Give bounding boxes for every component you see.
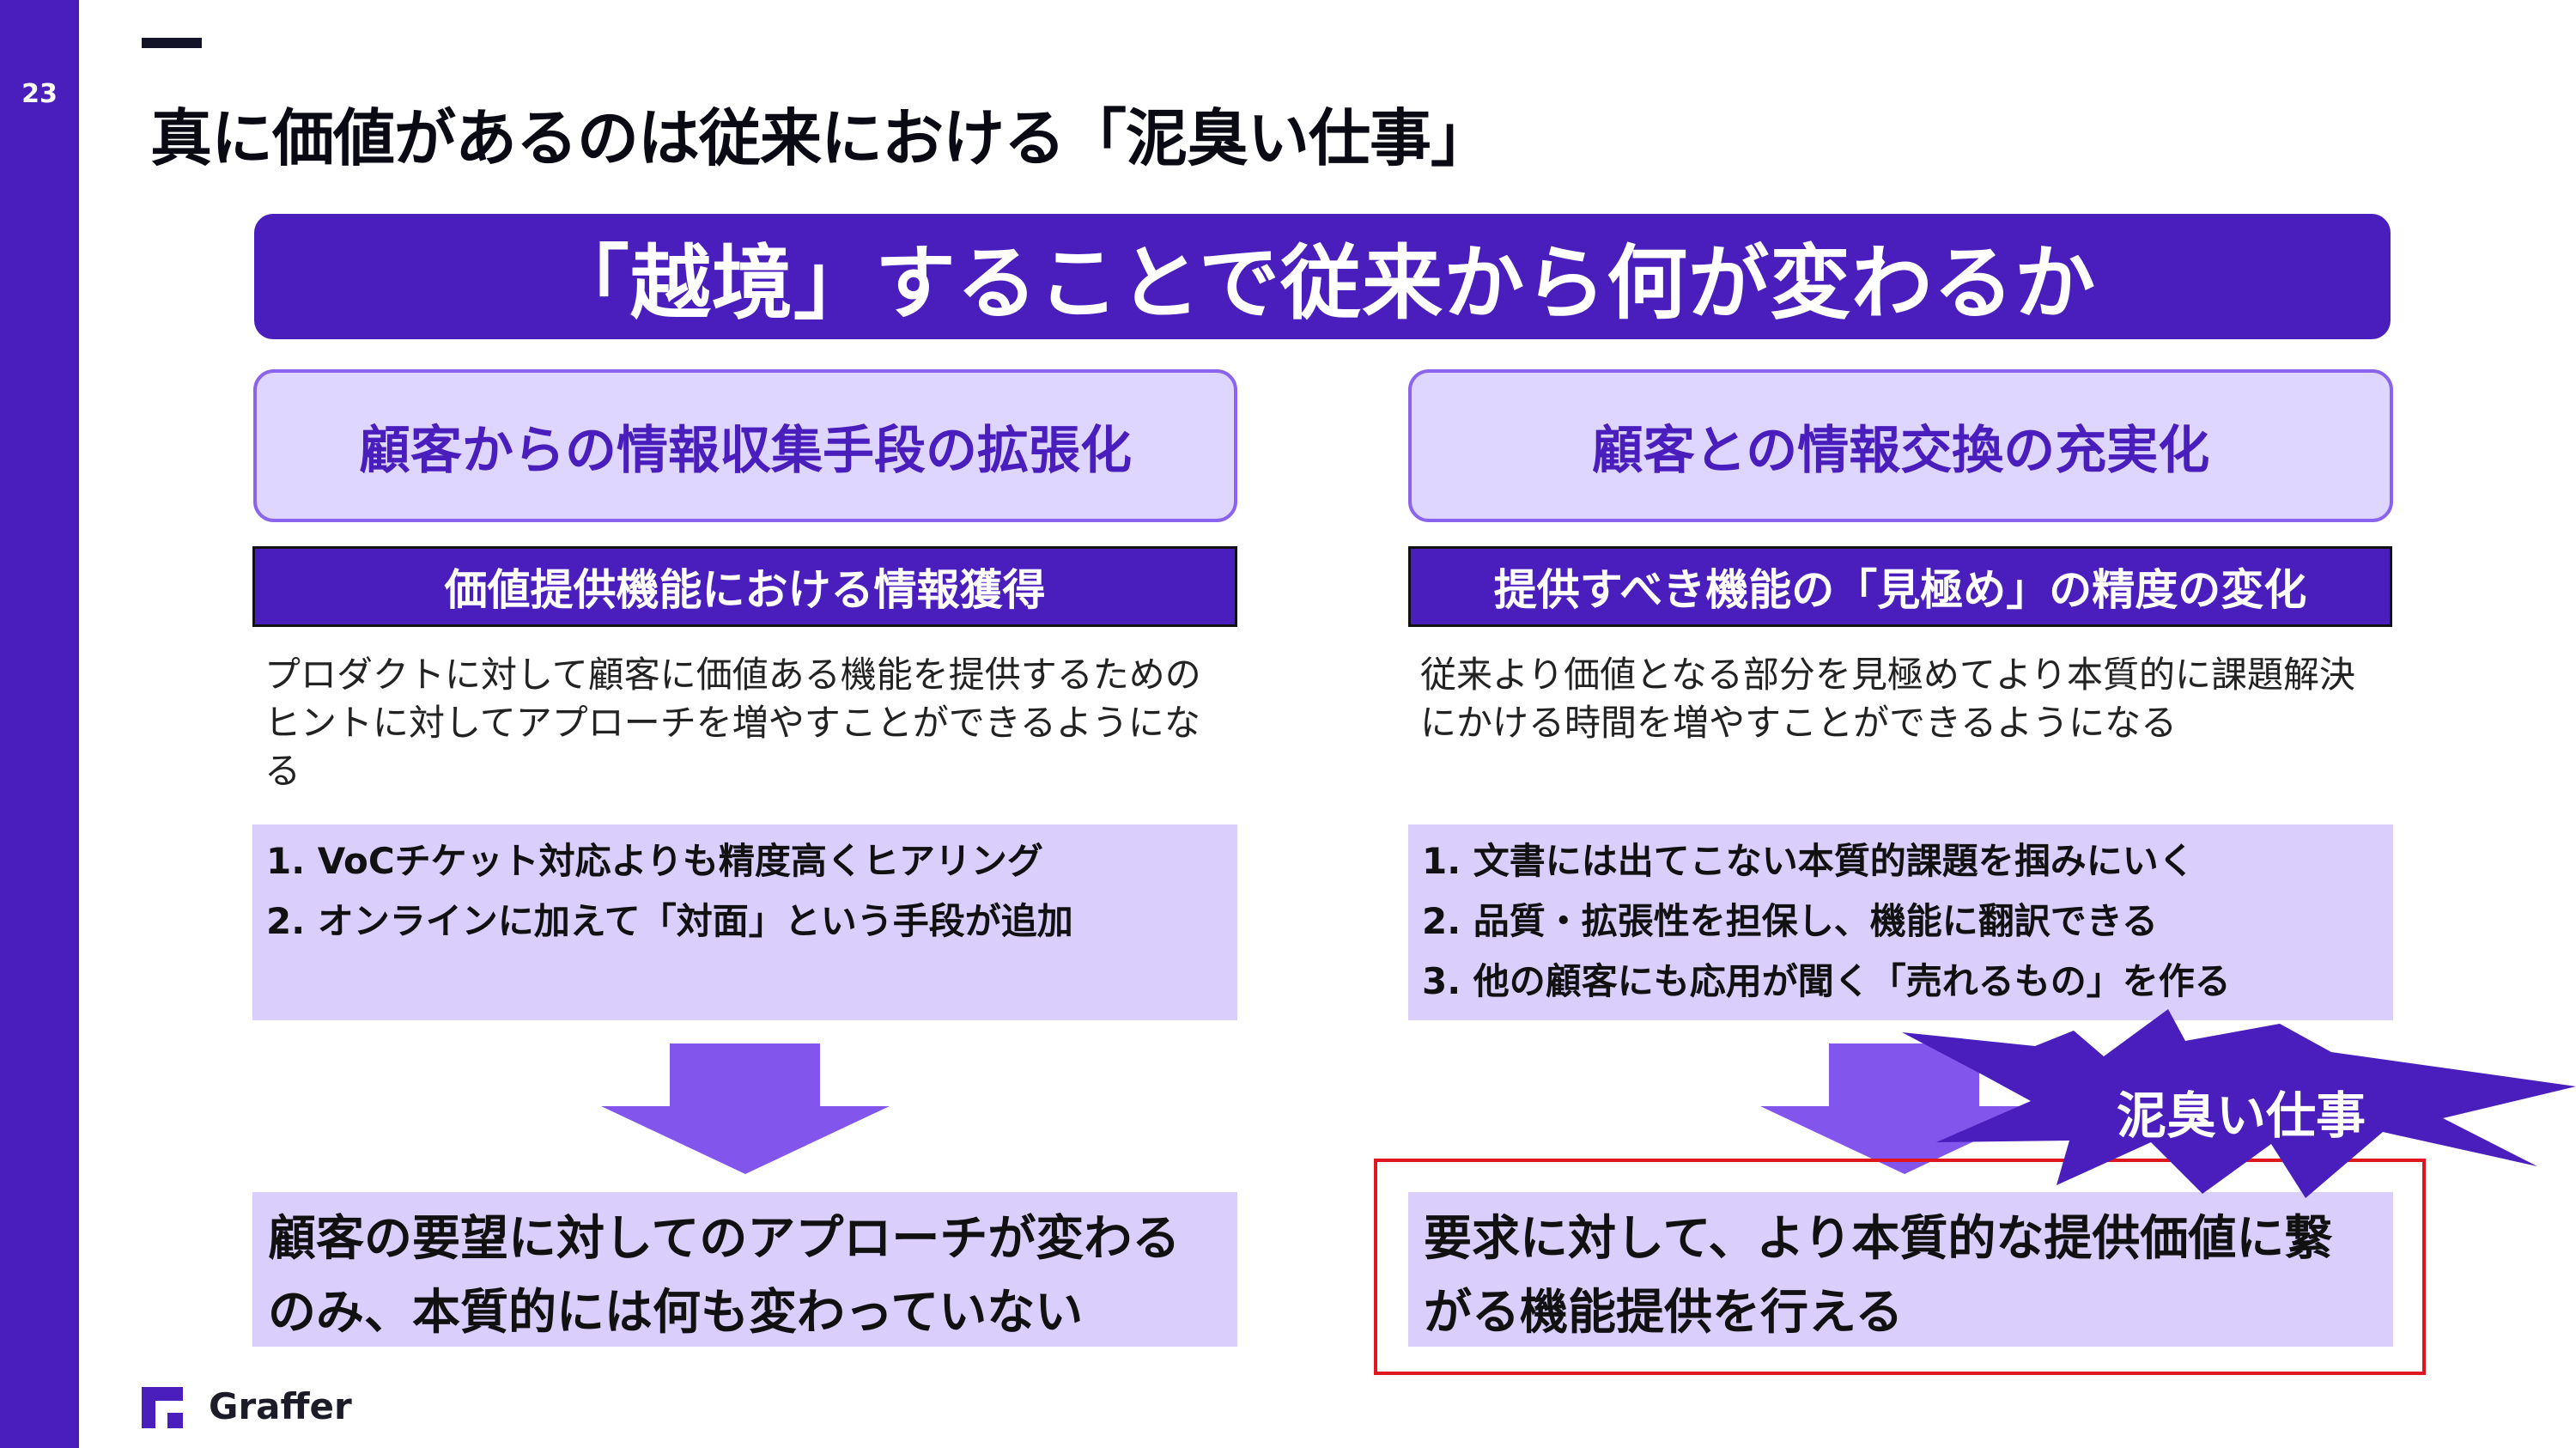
graffer-logo-icon (142, 1387, 183, 1428)
left-column-heading: 顧客からの情報収集手段の拡張化 (253, 369, 1237, 522)
title-dash (142, 38, 202, 48)
explosion-burst-icon (1902, 1009, 2576, 1198)
page-number: 23 (21, 79, 58, 109)
right-result: 要求に対して、より本質的な提供価値に繋がる機能提供を行える (1408, 1192, 2393, 1347)
burst-label: 泥臭い仕事 (2116, 1086, 2366, 1145)
list-item: 1. VoCチケット対応よりも精度高くヒアリング (266, 840, 1043, 882)
list-item: 1. 文書には出てこない本質的課題を掴みにいく (1422, 840, 2195, 882)
highlight-frame (1374, 1159, 2426, 1375)
right-description: 従来より価値となる部分を見極めてより本質的に課題解決にかける時間を増やすことがで… (1420, 654, 2356, 744)
left-accent-bar (0, 0, 79, 1448)
list-item: 3. 他の顧客にも応用が聞く「売れるもの」を作る (1422, 960, 2231, 1002)
right-subheading: 提供すべき機能の「見極め」の精度の変化 (1408, 546, 2392, 627)
left-description: プロダクトに対して顧客に価値ある機能を提供するためのヒントに対してアプローチを増… (264, 654, 1201, 792)
list-item: 2. オンラインに加えて「対面」という手段が追加 (266, 900, 1073, 942)
right-column-heading: 顧客との情報交換の充実化 (1408, 369, 2393, 522)
list-item: 2. 品質・拡張性を担保し、機能に翻訳できる (1422, 900, 2158, 942)
down-arrow-icon (601, 1043, 890, 1174)
banner-heading: 「越境」することで従来から何が変わるか (254, 214, 2391, 339)
left-result: 顧客の要望に対してのアプローチが変わるのみ、本質的には何も変わっていない (252, 1192, 1237, 1347)
logo-text: Graffer (209, 1385, 352, 1427)
right-list-box: 1. 文書には出てこない本質的課題を掴みにいく 2. 品質・拡張性を担保し、機能… (1408, 824, 2393, 1020)
left-list-box: 1. VoCチケット対応よりも精度高くヒアリング 2. オンラインに加えて「対面… (252, 824, 1237, 1020)
left-subheading: 価値提供機能における情報獲得 (252, 546, 1237, 627)
down-arrow-icon (1760, 1043, 2049, 1174)
slide-title: 真に価値があるのは従来における「泥臭い仕事」 (150, 102, 1492, 174)
